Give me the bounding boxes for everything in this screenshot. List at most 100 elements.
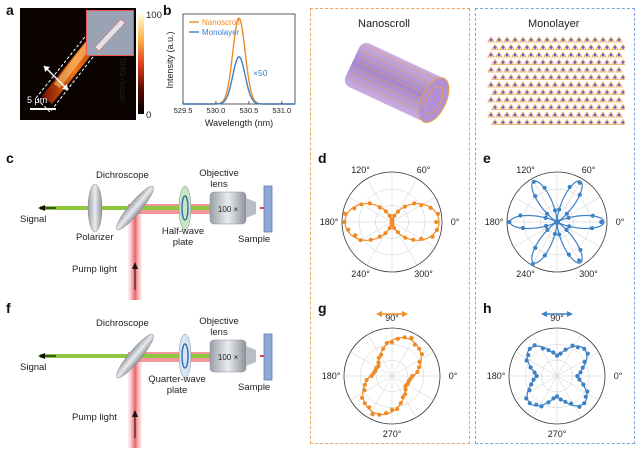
polar-data-point: [545, 227, 550, 232]
lattice-atom: [585, 38, 589, 42]
lattice-atom: [505, 83, 509, 87]
lattice-atom: [493, 76, 497, 79]
lattice-atom: [501, 106, 505, 109]
lattice-atom: [525, 121, 529, 124]
lattice-atom: [593, 38, 597, 42]
lattice-atom: [585, 98, 589, 102]
polar-angle-label: 120°: [351, 165, 370, 175]
lattice-atom: [585, 68, 589, 72]
lattice-atom: [601, 38, 605, 42]
lattice-atom: [545, 113, 549, 117]
polar-data-point: [566, 215, 571, 220]
lattice-atom: [589, 46, 593, 49]
lattice-atom: [609, 98, 613, 102]
polar-data-point: [542, 185, 547, 190]
scalebar-label: 5 µm: [27, 95, 48, 105]
polar-data-point: [567, 184, 572, 190]
lattice-atom: [565, 121, 569, 124]
polar-angle-label: 180°: [487, 371, 506, 381]
polar-angle-label: 60°: [417, 165, 431, 175]
lattice-atom: [513, 98, 517, 102]
polar-data-point: [575, 373, 580, 379]
lattice-atom: [489, 38, 493, 42]
lattice-atom: [593, 98, 597, 102]
lattice-atom: [605, 121, 609, 124]
polar-data-point: [530, 262, 535, 267]
polar-data-point: [546, 400, 551, 405]
polar-data-point: [377, 205, 382, 210]
lattice-atom: [497, 53, 501, 57]
lattice-atom: [521, 68, 525, 72]
polar-data-point: [412, 342, 417, 347]
lattice-atom: [589, 61, 593, 64]
lattice-atom: [541, 61, 545, 64]
nanoscroll-frame: [310, 8, 470, 444]
x-tick-label: 531.0: [272, 106, 291, 115]
lattice-atom: [577, 38, 581, 42]
polar-data-point: [577, 258, 582, 263]
polar-data-point: [390, 222, 395, 227]
polar-data-point: [589, 226, 595, 231]
polar-data-point: [580, 365, 585, 370]
lattice-atom: [609, 113, 613, 117]
lattice-atom: [493, 106, 497, 109]
lattice-atom: [565, 61, 569, 64]
lattice-atom: [617, 38, 621, 42]
lattice-atom: [561, 113, 565, 117]
polar-data-point: [362, 382, 367, 387]
lattice-atom: [593, 53, 597, 57]
polar-data-point: [419, 352, 425, 357]
polar-data-point: [578, 247, 583, 252]
setup-c-polarizer: Polarizer: [76, 232, 114, 243]
polar-data-point: [435, 211, 441, 216]
setup-c-waveplate: Half-wave plate: [161, 226, 205, 248]
lattice-atom: [565, 46, 569, 49]
polar-data-point: [370, 412, 375, 417]
lattice-atom: [553, 113, 557, 117]
polar-data-point: [529, 382, 534, 387]
polar-data-point: [419, 236, 424, 241]
polar-data-point: [542, 253, 547, 258]
lattice-atom: [553, 53, 557, 57]
polar-angle-label: 60°: [582, 165, 596, 175]
setup-c-dichroscope: Dichroscope: [96, 170, 149, 181]
lattice-atom: [569, 53, 573, 57]
polar-data-point: [430, 234, 435, 239]
lattice-atom: [509, 106, 513, 109]
lattice-atom: [577, 113, 581, 117]
polar-angle-label: 300°: [414, 269, 433, 279]
polar-data-point: [389, 340, 395, 345]
polar-data-point: [563, 347, 568, 352]
lattice-atom: [537, 98, 541, 102]
polar-plot-d: 120°60°180°0°240°300°: [320, 165, 460, 279]
lattice-atom: [549, 106, 553, 109]
lattice-atom: [553, 68, 557, 72]
polar-data-point: [359, 202, 364, 207]
lattice-atom: [509, 46, 513, 49]
lattice-atom: [545, 68, 549, 72]
polar-angle-label: 180°: [320, 217, 339, 227]
x-tick-label: 530.0: [207, 106, 226, 115]
lattice-atom: [581, 106, 585, 109]
polar-data-point: [402, 204, 407, 209]
lattice-atom: [509, 91, 513, 94]
lattice-atom: [537, 113, 541, 117]
lattice-atom: [557, 76, 561, 79]
lattice-atom: [613, 106, 617, 109]
polar-angle-label: 90°: [550, 313, 564, 323]
lattice-atom: [513, 83, 517, 87]
setup-f-objective: Objective lens: [199, 316, 239, 338]
polar-data-point: [367, 405, 372, 410]
spectrum-ylabel: Intensity (a.u.): [165, 31, 175, 88]
polar-angle-label: 180°: [485, 217, 504, 227]
lattice-atom: [621, 91, 625, 94]
lattice-atom: [621, 106, 625, 109]
polar-data-point: [383, 231, 388, 236]
lattice-atom: [565, 76, 569, 79]
polar-data-point: [581, 382, 586, 387]
polar-data-point: [362, 401, 367, 406]
panel-label-b: b: [163, 2, 172, 18]
lattice-atom: [509, 61, 513, 64]
polar-data-point: [552, 231, 557, 236]
